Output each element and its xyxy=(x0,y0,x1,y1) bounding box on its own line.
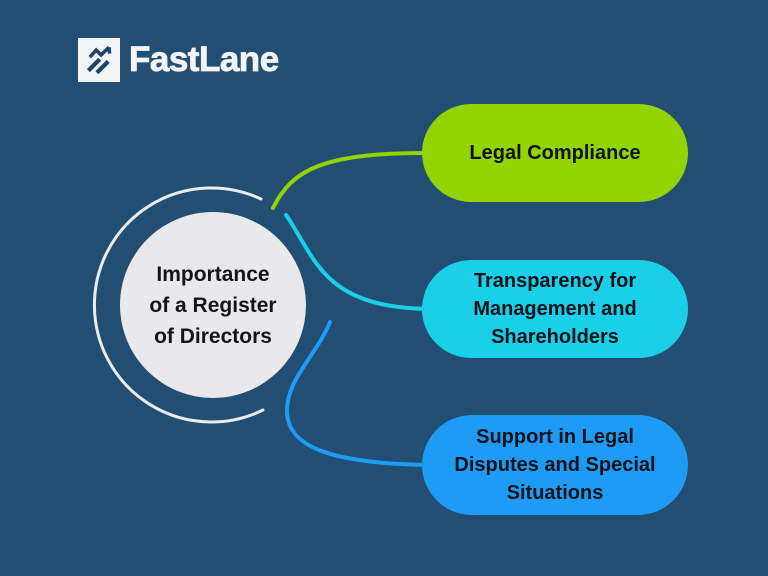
node-pill-label: Transparency for Management and Sharehol… xyxy=(473,270,637,348)
center-node-line: of Directors xyxy=(154,324,272,348)
node-pill-transparency: Transparency for Management and Sharehol… xyxy=(422,260,688,358)
fastlane-logo-wordmark: FastLane xyxy=(129,40,280,80)
node-pill-label: Legal Compliance xyxy=(469,142,641,164)
fastlane-logo: FastLane xyxy=(78,38,280,82)
center-node-line: Importance xyxy=(156,262,270,286)
center-node-importance-of-register: Importance of a Register of Directors xyxy=(120,212,306,398)
node-pill-support-legal-disputes: Support in Legal Disputes and Special Si… xyxy=(422,415,688,515)
node-pill-legal-compliance: Legal Compliance xyxy=(422,104,688,202)
fastlane-logo-box xyxy=(78,38,120,82)
connector-legal-compliance xyxy=(271,150,436,210)
runner-arrow-icon xyxy=(86,45,112,75)
center-ring-arc xyxy=(92,186,265,424)
center-node-line: of a Register xyxy=(149,293,277,317)
node-pill-label: Support in Legal Disputes and Special Si… xyxy=(454,426,656,504)
connector-support xyxy=(284,320,436,467)
connector-transparency xyxy=(284,213,436,311)
